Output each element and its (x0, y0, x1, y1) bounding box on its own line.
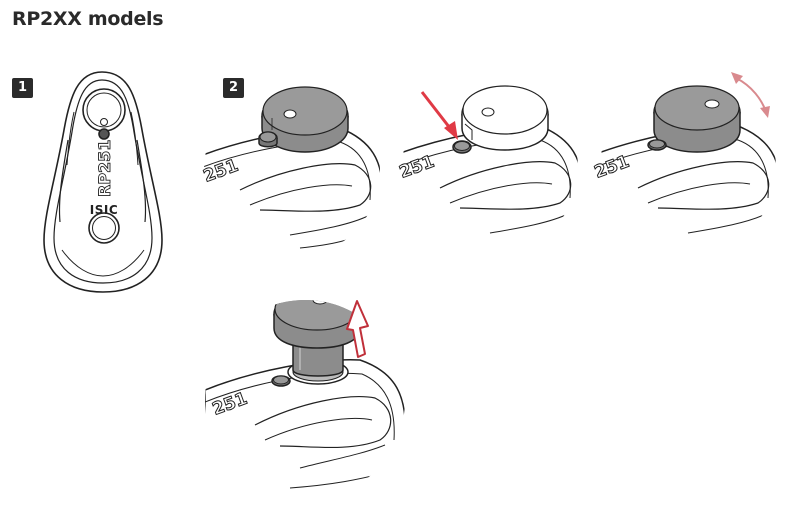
step-badge-2: 2 (223, 78, 244, 98)
device-model-text: RP251 (95, 140, 114, 197)
down-arrow-red-icon (420, 91, 458, 140)
lift-up-arrow-icon (346, 300, 369, 358)
page-title: RP2XX models (12, 8, 164, 30)
step2-panel-b (402, 85, 578, 256)
rp251-device (43, 71, 163, 293)
rotate-arrow-icon (731, 72, 770, 118)
step2-panel-a (204, 86, 380, 258)
step-badge-1: 1 (12, 78, 33, 98)
device-brand-text: ISIC (90, 203, 118, 217)
